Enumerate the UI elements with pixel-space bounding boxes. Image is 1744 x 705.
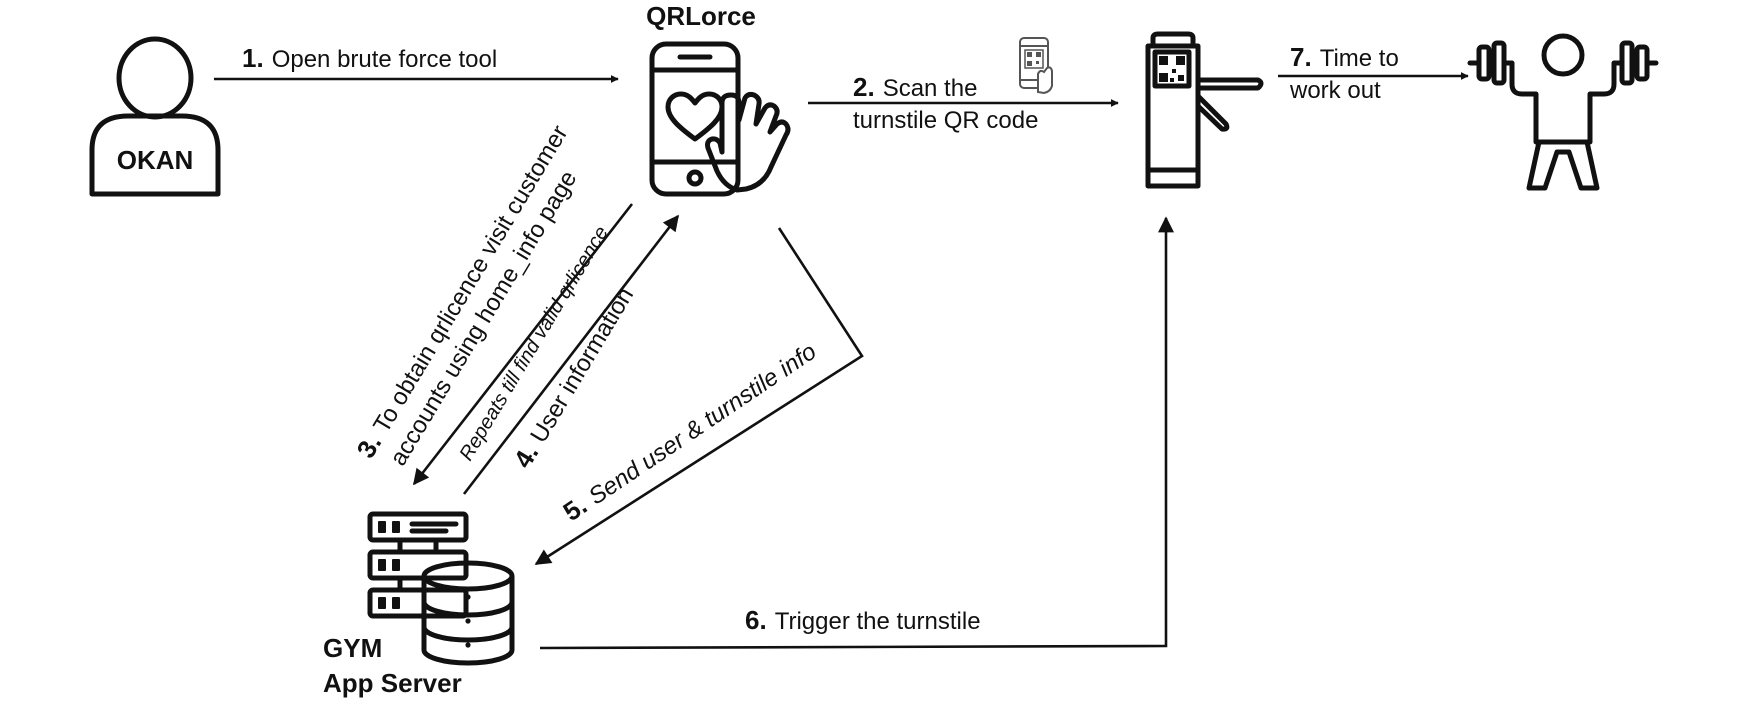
server-database-icon [367, 511, 515, 666]
step-6-label: 6.Trigger the turnstile [745, 605, 981, 635]
user-label: OKAN [117, 145, 194, 175]
user-actor: OKAN [89, 36, 221, 197]
weightlifter-icon [1467, 33, 1659, 191]
smartphone-touch-icon [649, 41, 791, 197]
app-title: QRLorce [646, 1, 756, 31]
phone-qr-scan-icon [1019, 37, 1053, 95]
step-4-label: 4.User information [507, 281, 639, 473]
person-icon [89, 36, 221, 197]
arrow-step-5 [534, 227, 864, 566]
step-7-label-line2: work out [1289, 77, 1381, 104]
turnstile-qr-icon [1145, 31, 1264, 189]
arrow-step-3 [412, 203, 634, 486]
qrlorce-app: QRLorce [646, 1, 791, 197]
arrow-step-6 [539, 216, 1174, 650]
arrow-step-4 [462, 214, 680, 495]
server-name-line1: GYM [323, 633, 382, 663]
step-7-label: 7.Time to [1290, 42, 1399, 72]
step-2-label: 2.Scan the [853, 72, 977, 102]
step-1-label: 1.Open brute force tool [242, 43, 497, 73]
step-2-label-line2: turnstile QR code [853, 107, 1038, 134]
server-name-line2: App Server [323, 668, 462, 698]
